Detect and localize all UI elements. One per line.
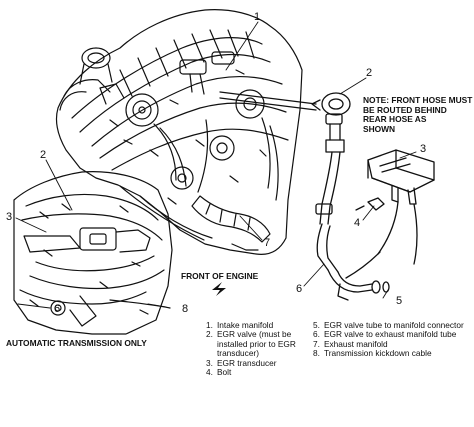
inset-callout-6: 6 bbox=[54, 303, 60, 315]
routing-note-line: BE ROUTED BEHIND bbox=[363, 104, 447, 115]
callout-7: 7 bbox=[264, 237, 270, 249]
engine-illustration bbox=[55, 9, 303, 255]
legend-text: EGR valve (must be installed prior to EG… bbox=[217, 329, 296, 359]
legend-item: 5. EGR valve tube to manifold connector bbox=[313, 320, 474, 330]
routing-note-line: SHOWN bbox=[363, 123, 396, 134]
legend-text: EGR valve tube to manifold connector bbox=[324, 320, 464, 330]
callout-4: 4 bbox=[354, 217, 360, 229]
routing-note: NOTE: FRONT HOSE MUST BE ROUTED BEHIND R… bbox=[363, 95, 473, 134]
inset-callout-8: 8 bbox=[182, 303, 188, 315]
legend-number: 6. bbox=[313, 329, 320, 340]
legend-number: 5. bbox=[313, 320, 320, 330]
legend-item: 3. EGR transducer bbox=[206, 357, 313, 368]
leader-lines bbox=[15, 21, 417, 309]
legend-text: EGR transducer bbox=[217, 357, 277, 368]
callout-2: 2 bbox=[366, 67, 372, 79]
legend-left: 1. Intake manifold 2. EGR valve (must be i… bbox=[206, 320, 313, 378]
legend-item: 4. Bolt bbox=[206, 367, 313, 378]
egr-valve-tube bbox=[219, 91, 317, 111]
legend-text: Bolt bbox=[217, 367, 232, 378]
legend-number: 2. bbox=[206, 329, 213, 340]
inset-illustration bbox=[13, 171, 173, 335]
egr-transducer bbox=[345, 149, 435, 279]
front-of-engine-label: FRONT OF ENGINE bbox=[181, 271, 259, 281]
egr-tube-vertical bbox=[315, 151, 341, 273]
inset-caption: AUTOMATIC TRANSMISSION ONLY bbox=[6, 338, 147, 348]
routing-note-line: REAR HOSE AS bbox=[363, 114, 427, 125]
legend-number: 4. bbox=[206, 367, 213, 378]
bolt bbox=[355, 197, 385, 211]
legend-right: 5. EGR valve tube to manifold connector 6… bbox=[313, 320, 474, 359]
callout-1: 1 bbox=[254, 11, 260, 23]
legend-number: 1. bbox=[206, 320, 213, 330]
inset-callout-3: 3 bbox=[6, 211, 12, 223]
front-arrow-icon bbox=[212, 282, 226, 296]
legend-item: 7. Exhaust manifold bbox=[313, 338, 474, 349]
legend-item: 8. Transmission kickdown cable bbox=[313, 348, 474, 359]
legend-text: Transmission kickdown cable bbox=[324, 348, 432, 359]
egr-valve bbox=[311, 92, 351, 153]
callout-5: 5 bbox=[396, 295, 402, 307]
legend-item: 1. Intake manifold bbox=[206, 320, 313, 330]
legend-text: EGR valve to exhaust manifold tube bbox=[324, 329, 457, 340]
callout-labels: 1 2 3 4 5 6 7 2 3 6 8 bbox=[6, 11, 426, 315]
callout-6: 6 bbox=[296, 283, 302, 295]
callout-3: 3 bbox=[420, 143, 426, 155]
legend-number: 8. bbox=[313, 348, 320, 359]
legend-number: 3. bbox=[206, 357, 213, 368]
legend-text: Intake manifold bbox=[217, 320, 274, 330]
routing-note-line: NOTE: FRONT HOSE MUST bbox=[363, 95, 473, 105]
egr-exhaust-tube bbox=[327, 269, 390, 301]
legend-text: Exhaust manifold bbox=[324, 338, 388, 349]
inset-callout-2: 2 bbox=[40, 149, 46, 161]
legend-number: 7. bbox=[313, 338, 320, 349]
legend-item: 2. EGR valve (must be installed prior to … bbox=[206, 330, 313, 358]
legend-item: 6. EGR valve to exhaust manifold tube bbox=[313, 329, 474, 340]
